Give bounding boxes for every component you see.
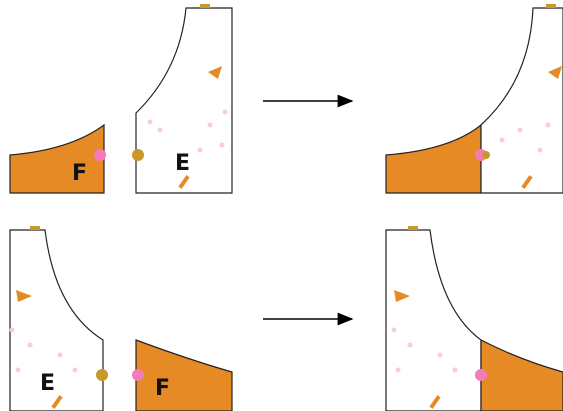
piece-e-row2: E (9, 226, 108, 411)
piece-f-label: F (72, 161, 87, 186)
piece-f-row2: F (132, 339, 233, 411)
row-1: F E (9, 4, 563, 194)
piece-e-label: E (40, 371, 55, 396)
piece-e-label: E (175, 151, 190, 176)
piece-f-row1: F (9, 123, 106, 194)
row-2: E F (9, 226, 563, 411)
joined-pieces-row1 (385, 4, 563, 194)
piece-f-label: F (155, 376, 170, 401)
joined-pieces-row2 (385, 226, 563, 411)
piece-e-row1: E (132, 4, 233, 194)
